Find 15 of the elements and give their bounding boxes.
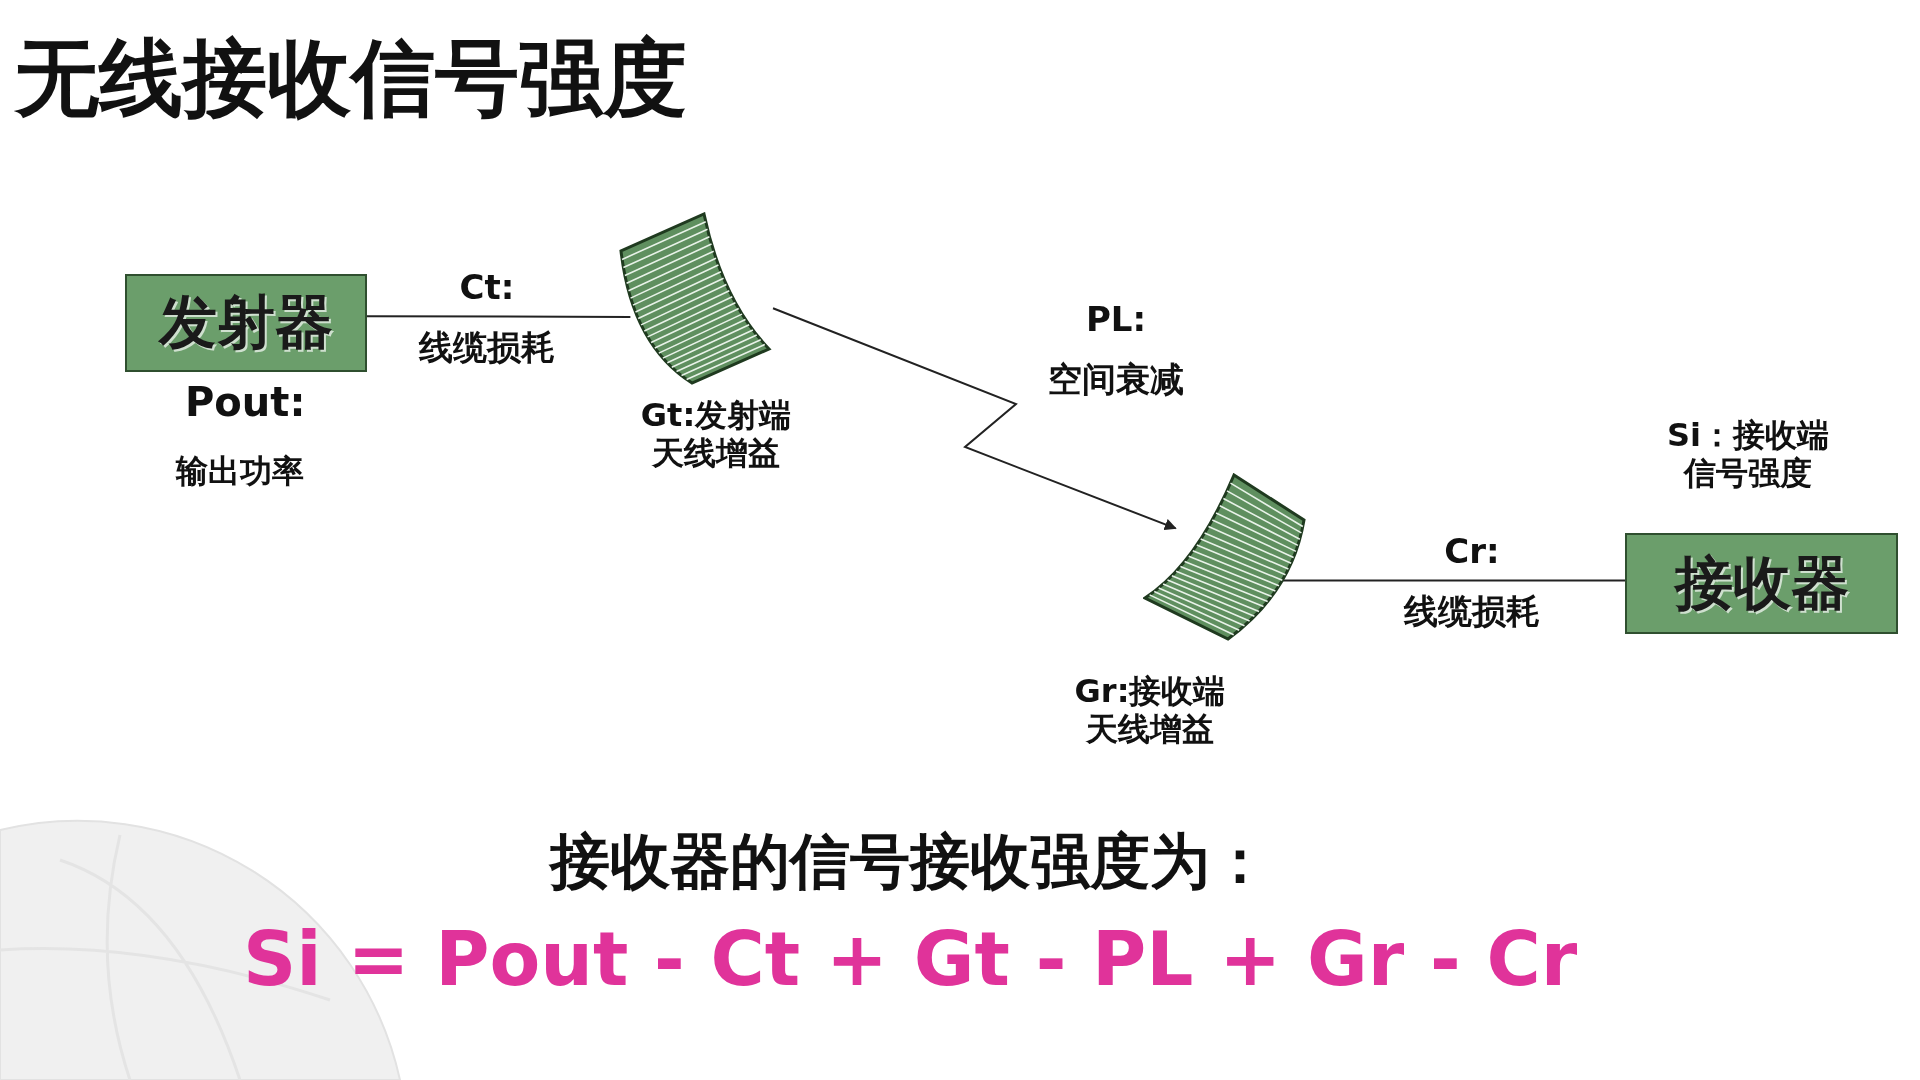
edge-label: Cr: 线缆损耗 xyxy=(1404,530,1540,633)
formula-text: Si = Pout - Ct + Gt - PL + Gr - Cr xyxy=(243,915,1578,1004)
title: 无线接收信号强度 xyxy=(15,28,687,129)
node-label: Si：接收端信号强度 xyxy=(1666,416,1830,493)
device-box: 接收器 xyxy=(1625,533,1898,634)
node-label: Gr:接收端天线增益 xyxy=(1073,672,1227,749)
connector xyxy=(366,315,632,318)
edge-label: PL: 空间衰减 xyxy=(1048,298,1184,401)
statement-text: 接收器的信号接收强度为： xyxy=(550,825,1270,897)
connector xyxy=(772,307,1177,531)
node-label: Pout: xyxy=(185,378,306,426)
node-label: 输出功率 xyxy=(176,452,304,491)
device-box: 发射器 xyxy=(125,274,367,372)
edge-label: Ct: 线缆损耗 xyxy=(419,266,555,369)
node-label: Gt:发射端天线增益 xyxy=(639,396,793,473)
